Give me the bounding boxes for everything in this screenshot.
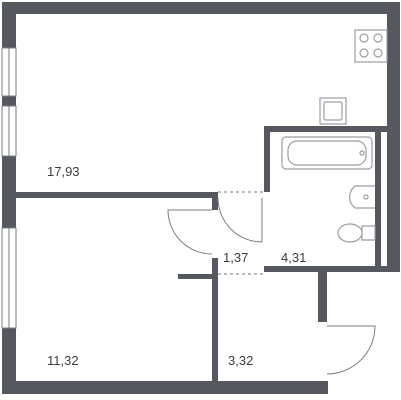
kitchen-fixtures [319,29,388,125]
wall-bottom [2,381,328,394]
wall-corridor-lower [212,258,218,381]
bathroom-fixtures [281,136,376,243]
toilet-icon [337,223,376,243]
entry-door-swing [326,325,376,375]
wall-right [387,2,400,270]
area-labels: 17,93 11,32 1,37 4,31 3,32 [47,164,306,368]
bathtub-icon [281,136,373,170]
area-label-hall: 3,32 [228,353,253,368]
wall-bath-left [264,126,270,192]
wall-entry-stub [318,272,327,322]
area-label-bathroom: 4,31 [281,250,306,265]
stove-icon [354,29,388,63]
wall-top [2,2,400,14]
wall-corridor-stub [212,192,218,210]
area-label-corridor: 1,37 [223,250,248,265]
corridor-door-swing [217,197,263,243]
outer-walls [2,2,400,394]
wall-bath-right-lower [375,132,381,272]
washbasin-icon [349,185,375,209]
door-swings [167,191,376,375]
bedroom-door-swing [167,209,213,255]
wall-bedroom-stub [178,274,212,279]
area-label-bedroom: 11,32 [47,353,79,368]
wall-bath-bottom [264,266,400,272]
wall-bath-top [264,126,400,132]
wall-room-divider [16,192,218,198]
kitchen-sink-icon [319,97,347,125]
area-label-living: 17,93 [47,164,80,179]
